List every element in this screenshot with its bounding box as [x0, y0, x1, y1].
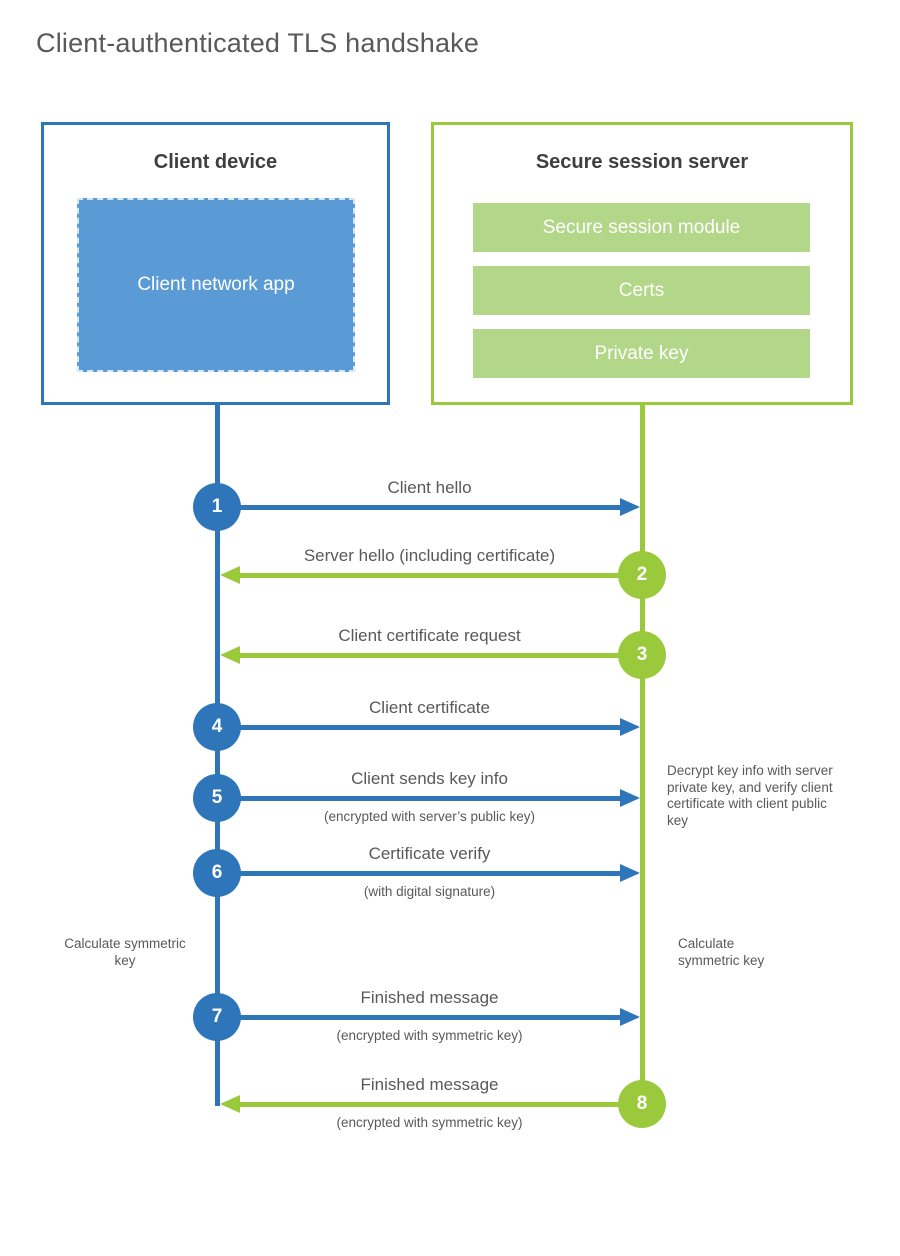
message-label-3: Client certificate request [338, 626, 521, 645]
step-circle-4: 4 [193, 703, 241, 751]
diagram-title: Client-authenticated TLS handshake [36, 28, 480, 58]
message-arrowhead-8 [219, 1095, 240, 1113]
server-box: Secure session server Secure session mod… [431, 122, 853, 405]
message-label-8: Finished message [360, 1075, 499, 1094]
message-arrowhead-7 [619, 1008, 640, 1026]
server-module-private-key: Private key [473, 329, 810, 378]
server-module-secure-session: Secure session module [473, 203, 810, 252]
message-arrowhead-4 [619, 718, 640, 736]
message-arrow-line-5 [217, 795, 620, 801]
message-sublabel-5: (encrypted with server’s public key) [323, 809, 536, 824]
message-arrow-line-6 [217, 870, 620, 876]
message-arrowhead-1 [619, 498, 640, 516]
message-sublabel-8: (encrypted with symmetric key) [336, 1115, 523, 1130]
message-label-5: Client sends key info [351, 769, 508, 788]
message-label-6: Certificate verify [368, 844, 491, 863]
server-module-certs: Certs [473, 266, 810, 315]
message-arrowhead-6 [619, 864, 640, 882]
step-circle-3: 3 [618, 631, 666, 679]
message-arrow-line-7 [217, 1014, 620, 1020]
client-lifeline [214, 405, 220, 1106]
calc-symmetric-key-note-server: Calculate symmetric key [678, 936, 765, 968]
message-arrowhead-3 [219, 646, 240, 664]
message-sublabel-6: (with digital signature) [363, 884, 496, 899]
message-label-1: Client hello [387, 478, 472, 497]
calc-symmetric-key-note-client: Calculate symmetric key [64, 936, 186, 968]
step-circle-5: 5 [193, 774, 241, 822]
server-decrypt-note: Decrypt key info with server private key… [667, 763, 833, 829]
step-circle-2: 2 [618, 551, 666, 599]
message-arrow-line-2 [239, 572, 642, 578]
step-circle-8: 8 [618, 1080, 666, 1128]
client-network-app-box: Client network app [77, 198, 355, 372]
step-circle-7: 7 [193, 993, 241, 1041]
message-label-7: Finished message [360, 988, 499, 1007]
message-arrowhead-5 [619, 789, 640, 807]
server-lifeline [639, 405, 645, 1106]
client-device-header: Client device [153, 151, 278, 173]
message-arrow-line-3 [239, 652, 642, 658]
server-header: Secure session server [535, 151, 749, 173]
message-arrowhead-2 [219, 566, 240, 584]
message-label-2: Server hello (including certificate) [303, 546, 556, 565]
client-device-box: Client device Client network app [41, 122, 390, 405]
step-circle-6: 6 [193, 849, 241, 897]
client-network-app-label: Client network app [137, 274, 295, 296]
message-arrow-line-1 [217, 504, 620, 510]
message-arrow-line-4 [217, 724, 620, 730]
message-label-4: Client certificate [369, 698, 490, 717]
message-arrow-line-8 [239, 1101, 642, 1107]
message-sublabel-7: (encrypted with symmetric key) [336, 1028, 523, 1043]
step-circle-1: 1 [193, 483, 241, 531]
